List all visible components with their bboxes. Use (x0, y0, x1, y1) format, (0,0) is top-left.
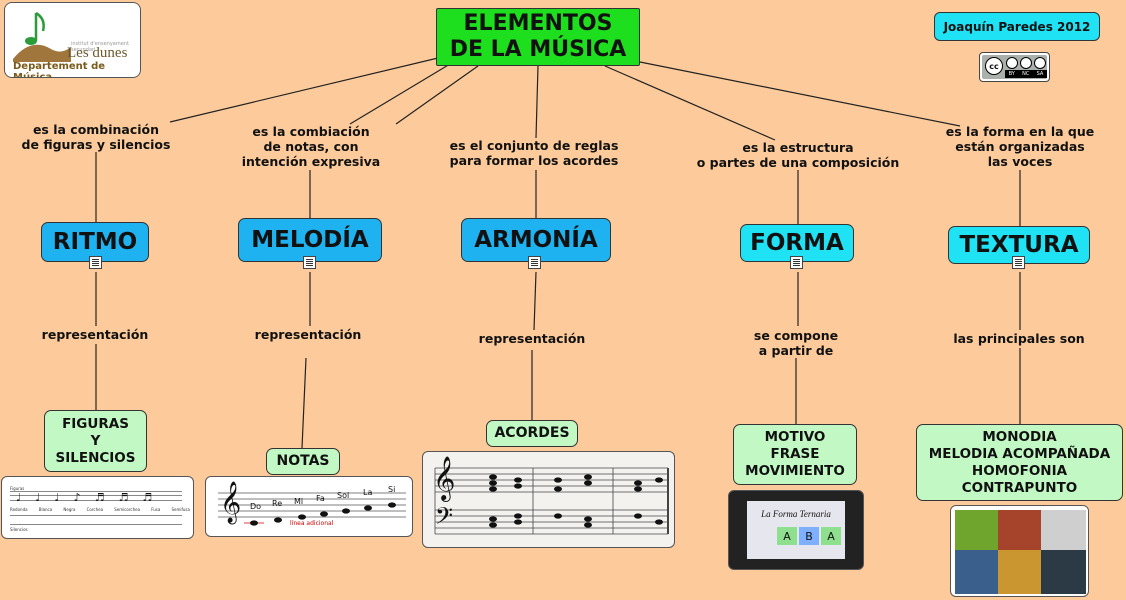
sa-label: SA (1036, 71, 1044, 77)
img-label-corchea: Corchea (86, 507, 104, 512)
link-textura: es la forma en la que están organizadas … (945, 124, 1095, 169)
img-label-re: Re (272, 499, 283, 508)
img-label-negra: Negra (63, 507, 76, 512)
logo-name: Les dunes (67, 45, 128, 61)
note-icon[interactable] (528, 256, 541, 269)
cc-license-badge[interactable]: cc BY NC SA (979, 52, 1050, 82)
img-label-figuras: Figuras (10, 486, 25, 491)
concept-forma[interactable]: FORMA (740, 224, 854, 262)
forma-ternaria-image[interactable]: La Forma Ternaria A B A (728, 490, 864, 570)
img-label-silencios: Silencios (10, 527, 28, 532)
note-icon[interactable] (790, 256, 803, 269)
img-label-fusa: Fusa (151, 507, 161, 512)
link2-armonia: representación (478, 331, 586, 346)
nc-label: NC (1022, 71, 1030, 77)
root-concept[interactable]: ELEMENTOS DE LA MÚSICA (436, 8, 640, 66)
img-label-semifusa: Semifusa (171, 507, 190, 512)
line-root-melodia-2 (395, 65, 479, 125)
img-label-linea-adicional: línea adicional (290, 520, 334, 527)
concept-melodia[interactable]: MELODÍA (238, 218, 382, 262)
note-icon[interactable] (1012, 256, 1025, 269)
link2-forma: se compone a partir de (753, 328, 839, 358)
music-note-icon (13, 11, 71, 62)
concept-textura[interactable]: TEXTURA (948, 226, 1090, 264)
img-label-sol: Sol (337, 491, 350, 500)
section-b: B (799, 527, 819, 545)
concept-ritmo[interactable]: RITMO (41, 222, 149, 262)
line-root-forma (604, 65, 776, 141)
line-root-melodia (349, 63, 451, 125)
child-notas[interactable]: NOTAS (266, 448, 340, 475)
child-texturas-list[interactable]: MONODIA MELODIA ACOMPAÑADA HOMOFONIA CON… (916, 424, 1123, 501)
img-label-fa: Fa (316, 494, 325, 503)
figuras-image[interactable]: Figuras ♩♩♩♪♬♬♬ Redonda Blanca Negra Cor… (1, 476, 194, 539)
link-ritmo: es la combinación de figuras y silencios (21, 122, 171, 152)
section-a2: A (821, 527, 841, 545)
by-icon (1006, 57, 1018, 69)
link2-ritmo: representación (41, 327, 149, 342)
line-root-armonia (535, 65, 539, 139)
acordes-image[interactable]: 𝄞 𝄢 (422, 451, 675, 548)
img-label-la: La (363, 488, 373, 497)
forma-ternaria-title: La Forma Ternaria (761, 509, 831, 519)
cc-icon: cc (985, 57, 1003, 75)
nc-icon (1020, 57, 1032, 69)
link-armonia: es el conjunto de reglas para formar los… (449, 138, 619, 168)
sa-icon (1034, 57, 1046, 69)
treble-clef-icon: 𝄞 (220, 482, 242, 523)
line-root-ritmo (169, 57, 439, 123)
concept-armonia[interactable]: ARMONÍA (461, 218, 611, 262)
link2-melodia: representación (254, 327, 362, 342)
bass-clef-icon: 𝄢 (435, 502, 454, 535)
img-label-do: Do (250, 502, 262, 511)
texturas-image[interactable] (950, 505, 1089, 597)
img-label-si: Si (388, 485, 396, 494)
section-a1: A (777, 527, 797, 545)
by-label: BY (1008, 71, 1015, 77)
child-acordes[interactable]: ACORDES (486, 420, 578, 447)
img-label-blanca: Blanca (38, 507, 53, 512)
note-icon[interactable] (89, 256, 102, 269)
img-label-redonda: Redonda (10, 507, 28, 512)
author-badge: Joaquín Paredes 2012 (934, 12, 1100, 41)
child-motivo-frase-movimiento[interactable]: MOTIVO FRASE MOVIMIENTO (733, 424, 857, 485)
img-label-mi: Mi (294, 497, 304, 506)
img-label-semicorchea: Semicorchea (114, 507, 141, 512)
link-melodia: es la combiación de notas, con intención… (241, 124, 381, 169)
logo-tagline: institut d'ensenyament secundari (71, 41, 129, 53)
notas-image[interactable]: 𝄞 Do Re Mi Fa Sol La Si línea adicional (205, 476, 413, 537)
school-logo: institut d'ensenyament secundari Les dun… (4, 2, 141, 78)
logo-subtitle: Departement de Música (13, 61, 106, 78)
link2-textura: las principales son (953, 331, 1085, 346)
note-icon[interactable] (303, 256, 316, 269)
treble-clef-icon: 𝄞 (433, 456, 456, 500)
line-root-textura (639, 61, 961, 127)
link-forma: es la estructura o partes de una composi… (696, 140, 900, 170)
child-figuras-silencios[interactable]: FIGURAS Y SILENCIOS (44, 410, 147, 472)
